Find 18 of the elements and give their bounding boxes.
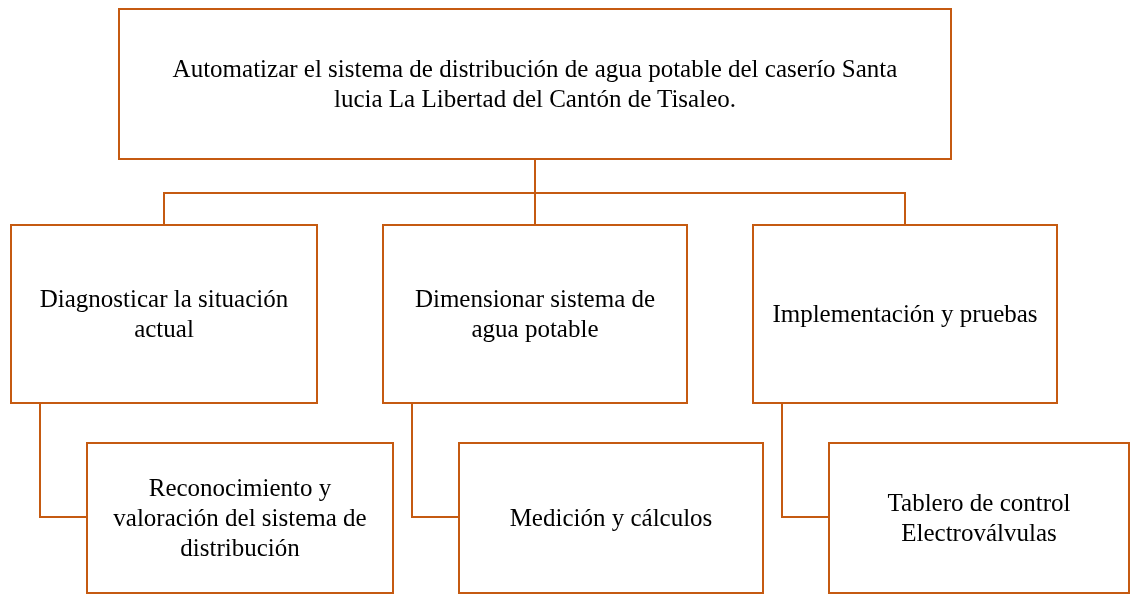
connector-line [39, 403, 87, 518]
box-text: Diagnosticar la situación actual [38, 284, 290, 344]
box-text: Implementación y pruebas [772, 299, 1038, 329]
text-box [752, 224, 1058, 404]
box-text: Dimensionar sistema de agua potable [413, 284, 657, 344]
text-box [828, 442, 1130, 594]
box-text: Electroválvulas [901, 518, 1057, 548]
box-text: Tablero de control [887, 488, 1071, 518]
connector-line [411, 403, 459, 518]
connector-line [781, 403, 829, 518]
box-text: Automatizar el sistema de distribución de agua potable del caserío Santa lucia La Libertad del Cantón de Tisaleo. [171, 54, 899, 114]
text-box [86, 442, 394, 594]
text-box [10, 224, 318, 404]
box-text: Reconocimiento y valoración del sistema de distribución [112, 473, 368, 563]
text-box [118, 8, 952, 160]
box-text: Medición y cálculos [509, 503, 713, 533]
text-box [458, 442, 764, 594]
text-box [382, 224, 688, 404]
